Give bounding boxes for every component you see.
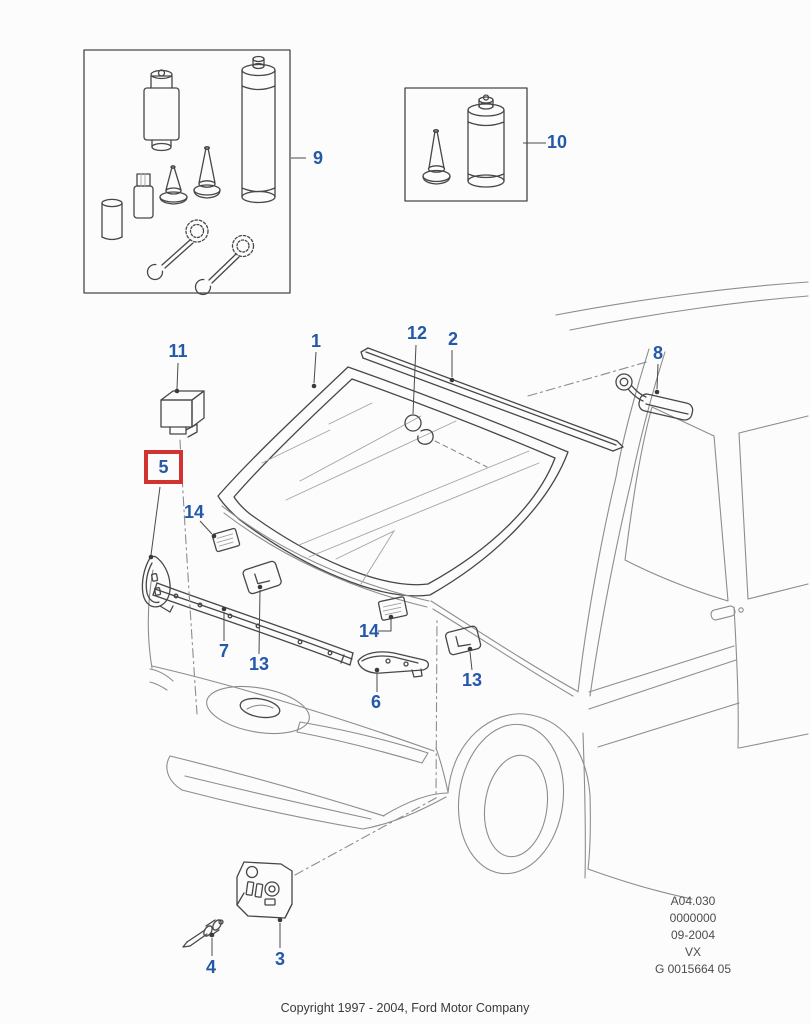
callout-part-8[interactable]: 8 xyxy=(652,343,664,363)
callout-part-3[interactable]: 3 xyxy=(274,949,286,969)
callout-part-13-right[interactable]: 13 xyxy=(461,670,483,690)
callout-part-11[interactable]: 11 xyxy=(168,341,188,361)
top-moulding-strip-drawing xyxy=(360,347,624,452)
rivet-drawing xyxy=(182,919,224,948)
info-block-line: 09-2004 xyxy=(670,928,716,942)
sealant-kit-box-9-drawing xyxy=(83,49,306,296)
callout-part-2[interactable]: 2 xyxy=(447,329,459,349)
info-block-line: G 0015664 05 xyxy=(654,962,732,976)
mirror-drawing xyxy=(615,373,694,421)
callout-part-14-left[interactable]: 14 xyxy=(183,502,205,522)
callout-leader-lines xyxy=(148,344,660,956)
copyright-text: Copyright 1997 - 2004, Ford Motor Compan… xyxy=(280,1001,530,1015)
sensor-bracket-drawing xyxy=(160,390,205,715)
side-moulding-drawing xyxy=(141,555,174,613)
sealant-kit-box-10-drawing xyxy=(404,87,546,202)
callout-part-5[interactable]: 5 xyxy=(158,457,169,477)
windshield-glass-drawing xyxy=(217,366,569,608)
callout-part-10[interactable]: 10 xyxy=(546,132,568,152)
callout-part-13-left[interactable]: 13 xyxy=(248,654,270,674)
callout-part-1[interactable]: 1 xyxy=(310,331,322,351)
mirror-button-drawing xyxy=(404,414,488,468)
drawing-info-block: A04.030 0000000 09-2004 VX G 0015664 05 xyxy=(626,893,760,978)
callout-part-4[interactable]: 4 xyxy=(205,957,217,977)
callout-part-14-mid[interactable]: 14 xyxy=(358,621,380,641)
callout-part-6[interactable]: 6 xyxy=(370,692,382,712)
callout-part-12[interactable]: 12 xyxy=(406,323,428,343)
info-block-line: 0000000 xyxy=(669,911,717,925)
callout-part-9[interactable]: 9 xyxy=(312,148,324,168)
selected-part-highlight-box: 5 xyxy=(144,450,183,484)
cowl-bracket-drawing xyxy=(357,651,430,678)
callout-part-7[interactable]: 7 xyxy=(218,641,230,661)
info-block-line: VX xyxy=(684,945,701,959)
info-block-line: A04.030 xyxy=(670,894,716,908)
cowl-strip-drawing xyxy=(152,582,354,666)
spacer-pads-drawing xyxy=(211,527,482,656)
vehicle-body-drawing xyxy=(147,281,809,900)
lower-bracket-drawing xyxy=(236,616,438,919)
